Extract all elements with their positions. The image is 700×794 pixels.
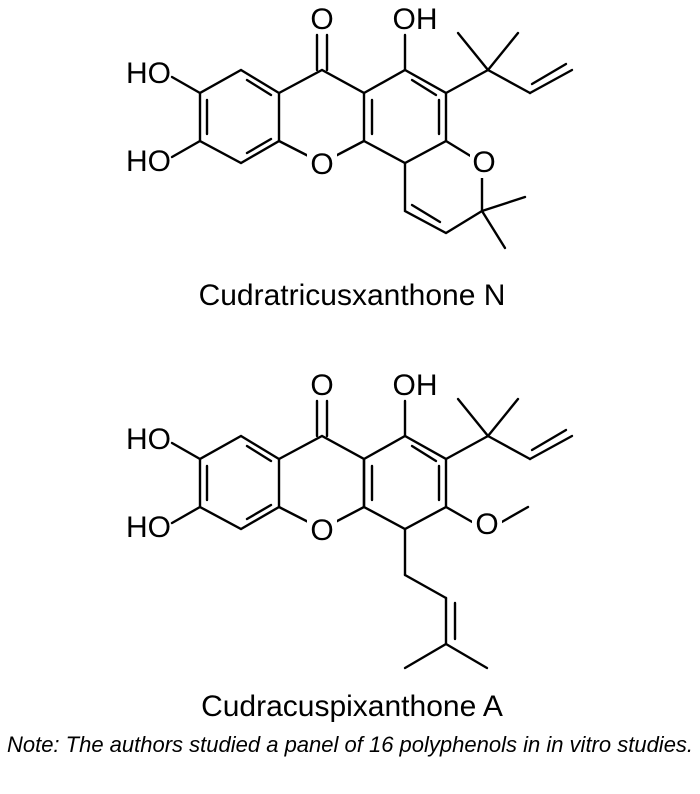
ring-oxygen-label: O bbox=[472, 146, 495, 179]
hydroxyl-label: HO bbox=[126, 423, 171, 456]
carbonyl-oxygen-label: O bbox=[310, 369, 333, 402]
atom-labels-molecule-1: O OH HO HO O O bbox=[126, 3, 498, 181]
structure-cudratricusxanthone-n bbox=[170, 31, 574, 250]
compound-name: Cudratricusxanthone N bbox=[199, 279, 506, 312]
carbonyl-oxygen-label: O bbox=[310, 3, 333, 36]
ring-c-bonds bbox=[362, 434, 448, 531]
ring-c-bonds bbox=[362, 68, 448, 165]
ring-oxygen-label: O bbox=[310, 148, 333, 181]
hydroxyl-label: OH bbox=[393, 3, 438, 36]
compound-name: Cudracuspixanthone A bbox=[201, 690, 503, 723]
hydroxyl-label: HO bbox=[126, 145, 171, 178]
hydroxyl-label: HO bbox=[126, 57, 171, 90]
ring-a-bonds bbox=[198, 434, 281, 531]
hydroxyl-label: HO bbox=[126, 511, 171, 544]
hydroxyl-label: OH bbox=[393, 369, 438, 402]
methoxy-oxygen-label: O bbox=[475, 508, 498, 541]
ring-a-bonds bbox=[198, 68, 281, 165]
figure-note: Note: The authors studied a panel of 16 … bbox=[6, 732, 694, 757]
ring-oxygen-label: O bbox=[310, 514, 333, 547]
structure-cudracuspixanthone-a bbox=[170, 397, 574, 670]
atom-labels-molecule-2: O OH HO HO O O bbox=[126, 369, 502, 547]
